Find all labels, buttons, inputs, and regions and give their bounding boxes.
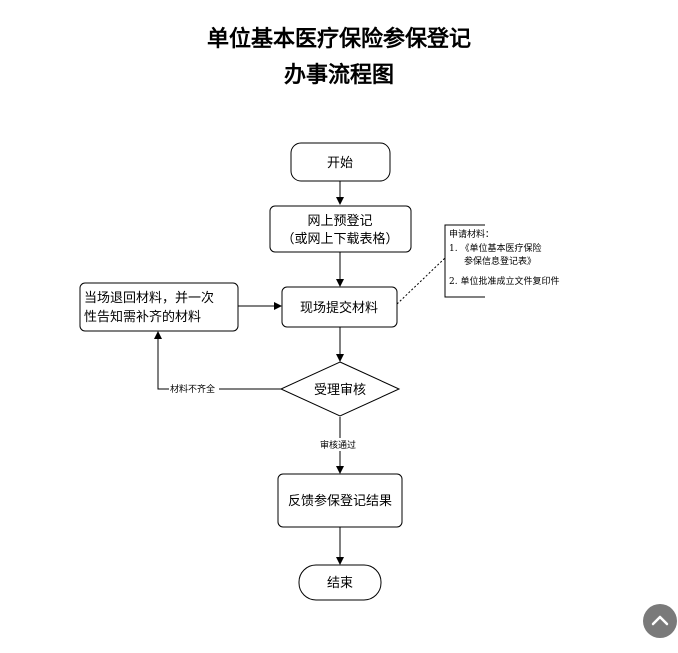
node-end: 结束: [298, 564, 382, 601]
page-subtitle: 办事流程图: [283, 63, 394, 88]
annotation: 申请材料： 1. 《单位基本医疗保险 参保信息登记表》 2. 单位批准成立文件复…: [444, 224, 559, 298]
annotation-item1-line2: 参保信息登记表》: [464, 255, 536, 267]
node-end-label: 结束: [327, 576, 353, 591]
node-register-label-2: （或网上下载表格）: [281, 231, 398, 247]
node-submit-label: 现场提交材料: [300, 300, 378, 316]
annotation-leader: [396, 257, 446, 305]
edge-review-to-return: [154, 331, 281, 390]
chevron-up-icon: [651, 615, 669, 626]
node-start-label: 开始: [327, 156, 353, 171]
node-register: 网上预登记 （或网上下载表格）: [269, 205, 412, 253]
node-start: 开始: [290, 142, 391, 182]
annotation-item1-line1: 1. 《单位基本医疗保险: [449, 242, 541, 254]
node-feedback-label: 反馈参保登记结果: [288, 493, 392, 509]
node-register-label-1: 网上预登记: [307, 214, 372, 229]
node-return-label-1: 当场退回材料，并一次: [84, 290, 214, 306]
node-feedback: 反馈参保登记结果: [277, 473, 403, 528]
node-review: 受理审核: [279, 361, 401, 417]
page-title: 单位基本医疗保险参保登记: [206, 27, 471, 52]
annotation-heading: 申请材料：: [449, 228, 494, 240]
node-return-label-2: 性告知需补齐的材料: [84, 309, 201, 325]
node-return: 当场退回材料，并一次 性告知需补齐的材料: [79, 282, 239, 332]
edge-label-approved: 审核通过: [320, 439, 356, 451]
node-submit: 现场提交材料: [281, 286, 398, 328]
scroll-top-button[interactable]: [643, 604, 677, 638]
node-review-label: 受理审核: [314, 383, 366, 398]
connectors: [154, 181, 446, 565]
edge-label-incomplete: 材料不齐全: [170, 383, 215, 395]
annotation-item2: 2. 单位批准成立文件复印件: [449, 275, 559, 287]
